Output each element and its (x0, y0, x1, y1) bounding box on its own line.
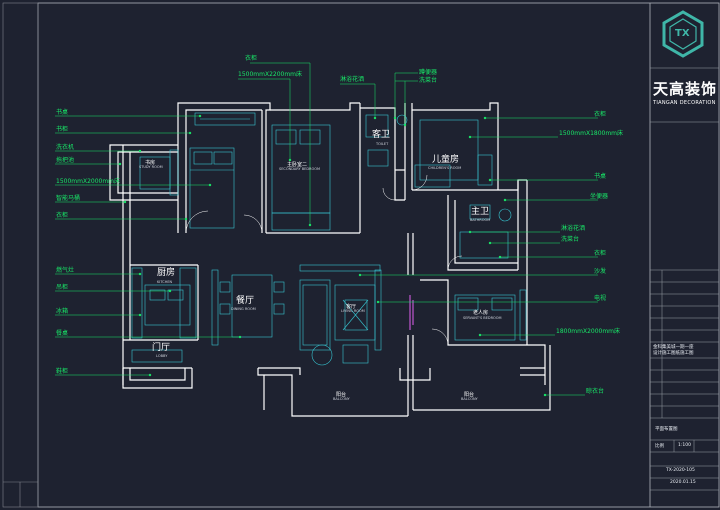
label-wall-cabinet: 吊柜 (56, 284, 69, 291)
room-balcony-2: 阳台 (464, 392, 475, 398)
label-washer: 洗衣机 (56, 144, 75, 151)
room-living: 客厅 (346, 304, 357, 310)
label-shower-right: 淋浴花洒 (561, 225, 586, 232)
room-elder-en: SERVANT'S BEDROOM (463, 316, 502, 320)
brand-name-en: TIANGAN DECORATION (653, 100, 716, 106)
sliding-doors (409, 295, 414, 330)
label-gas-stove: 燃气灶 (56, 267, 75, 274)
room-dining: 餐厅 (236, 296, 255, 306)
room-child-en: CHILDREN'S ROOM (428, 166, 462, 170)
label-bed-1800x2000: 1800mmX2000mm床 (556, 328, 621, 335)
room-bath: 主卫 (471, 207, 490, 217)
room-elder: 老人房 (473, 310, 489, 316)
room-toilet-en: TOILET (376, 142, 389, 146)
label-tv: 电视 (594, 295, 607, 302)
room-secondary-en: SECONDARY BEDROOM (279, 167, 321, 171)
label-smart-toilet: 智能马桶 (56, 195, 81, 202)
leader-lines (55, 62, 598, 397)
label-mop-sink: 拖把池 (56, 157, 75, 164)
room-balcony-2-en: BALCONY (461, 397, 478, 401)
scale-label: 比例 (655, 444, 664, 449)
room-bath-en: BATHROOM (470, 218, 491, 222)
room-balcony-1: 阳台 (336, 392, 347, 398)
scale-value: 1:100 (678, 443, 691, 448)
label-desk-right: 书桌 (594, 173, 607, 180)
project-line-1: 金科集美城一期一座 (653, 345, 694, 350)
label-wardrobe-right: 衣柜 (594, 111, 607, 118)
label-bed-1500x2000: 1500mmX2000mm床 (56, 178, 121, 185)
label-wardrobe-top: 衣柜 (245, 55, 258, 62)
room-study-en: STUDY ROOM (139, 165, 163, 169)
drawing-border (37, 2, 720, 508)
label-fridge: 冰箱 (56, 308, 69, 315)
drawing-number: TX-2020-105 (666, 468, 695, 473)
company-logo-icon (662, 10, 704, 58)
label-washbasin-top: 洗菜台 (419, 77, 438, 84)
label-bed-1500x1800: 1500mmX1800mm床 (559, 130, 624, 137)
label-shower-top: 淋浴花洒 (340, 76, 365, 83)
room-balcony-1-en: BALCONY (333, 397, 350, 401)
label-dining-table: 餐桌 (56, 330, 69, 337)
label-squat-toilet: 蹲便器 (419, 69, 438, 76)
binding-strip (2, 2, 39, 508)
label-toilet-right: 坐便器 (590, 193, 609, 200)
drawing-date: 2020.01.15 (670, 480, 696, 485)
furniture (131, 112, 527, 366)
label-bookcase: 书柜 (56, 126, 69, 133)
logo-letters: TX (675, 28, 690, 39)
label-wardrobe-right-2: 衣柜 (594, 250, 607, 257)
room-living-en: LIVING ROOM (341, 309, 365, 313)
project-line-2: 设计施工图纸施工图 (653, 351, 694, 356)
title-block-grid (650, 67, 719, 491)
room-kitchen-en: KITCHEN (157, 280, 173, 284)
label-washbasin-right: 洗菜台 (561, 236, 580, 243)
brand-name-cn: 天高装饰 (653, 80, 718, 98)
room-study: 书房 (145, 160, 156, 166)
room-dining-en: DINING ROOM (231, 307, 256, 311)
label-sofa: 沙发 (594, 268, 607, 275)
room-child: 儿童房 (432, 155, 460, 165)
room-lobby: 门厅 (152, 343, 171, 353)
label-desk: 书桌 (56, 109, 69, 116)
room-toilet: 客卫 (372, 130, 391, 140)
room-kitchen: 厨房 (157, 268, 176, 278)
label-shoe-cabinet: 鞋柜 (56, 368, 69, 375)
label-wardrobe-left: 衣柜 (56, 212, 69, 219)
label-bed-1500x2200: 1500mmX2200mm床 (238, 71, 303, 78)
label-clothes-rack: 晾衣台 (586, 388, 605, 395)
room-secondary: 主卧室二 (287, 162, 308, 168)
room-lobby-en: LOBBY (156, 354, 168, 358)
door-swings (185, 174, 463, 346)
drawing-name: 平面布置图 (655, 427, 678, 432)
